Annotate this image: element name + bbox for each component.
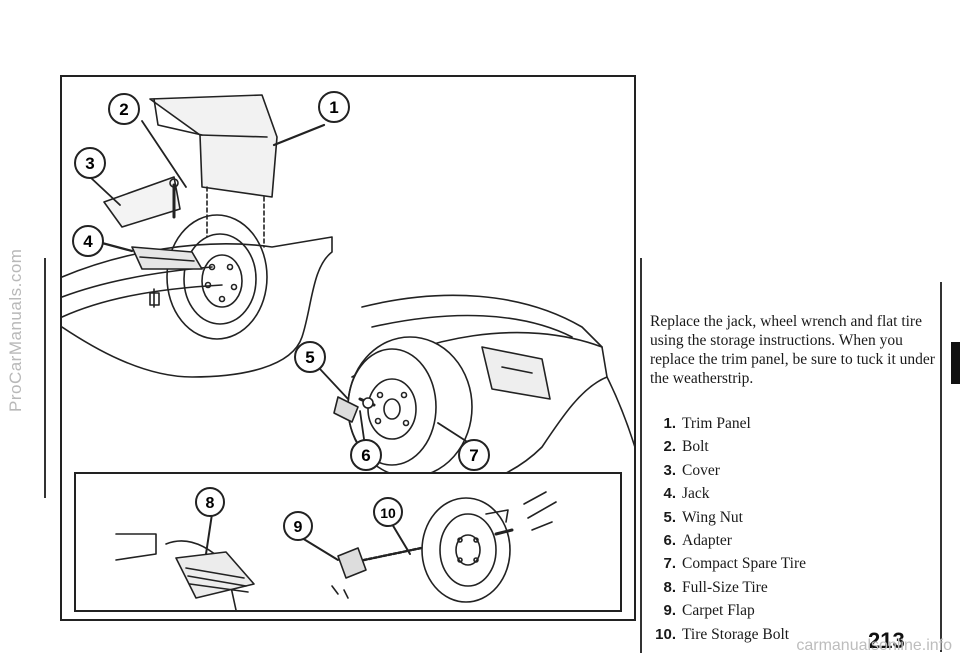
callout-4: 4: [72, 225, 104, 257]
full-size-tire-inset: 8 9 10: [74, 472, 622, 612]
list-item: 10. Tire Storage Bolt: [642, 623, 942, 646]
svg-text:9: 9: [294, 519, 303, 536]
left-rule: [44, 258, 46, 498]
svg-text:3: 3: [85, 154, 94, 173]
svg-text:6: 6: [361, 446, 370, 465]
list-item: 5. Wing Nut: [642, 506, 942, 529]
list-item: 3. Cover: [642, 459, 942, 482]
callout-10: 10: [373, 497, 403, 527]
callout-2: 2: [108, 93, 140, 125]
svg-text:4: 4: [83, 232, 93, 251]
trunk-illustration: 1 2 3 4 5 6 7: [62, 91, 634, 495]
edge-tab: [951, 342, 960, 384]
svg-text:10: 10: [380, 505, 396, 521]
part-number: 5.: [663, 508, 676, 526]
part-label: Cover: [682, 461, 720, 479]
svg-text:7: 7: [469, 446, 478, 465]
watermark-side: ProCarManuals.com: [6, 248, 25, 412]
part-number: 6.: [663, 531, 676, 549]
part-label: Full-Size Tire: [682, 578, 768, 596]
part-label: Trim Panel: [682, 415, 751, 432]
part-number: 9.: [663, 602, 676, 620]
part-label: Wing Nut: [682, 508, 743, 526]
part-number: 2.: [663, 438, 676, 456]
part-number: 8.: [663, 578, 676, 596]
part-label: Carpet Flap: [682, 602, 755, 620]
callout-6: 6: [350, 439, 382, 471]
text-column-rule: [640, 258, 642, 653]
page-number: 213: [868, 628, 905, 653]
parts-list: 1. Trim Panel 2. Bolt 3. Cover 4. Jack 5. Win…: [642, 412, 942, 646]
watermark-bottom: carmanualsonline.info: [796, 637, 952, 654]
callout-3: 3: [74, 147, 106, 179]
part-label: Adapter: [682, 531, 732, 549]
svg-text:1: 1: [329, 98, 338, 117]
list-item: 8. Full-Size Tire: [642, 576, 942, 599]
instructions-block: Replace the jack, wheel wrench and flat …: [650, 312, 940, 388]
svg-text:2: 2: [119, 100, 128, 119]
callout-8: 8: [195, 487, 225, 517]
list-item: 9. Carpet Flap: [642, 599, 942, 622]
callout-9: 9: [283, 511, 313, 541]
part-label: Compact Spare Tire: [682, 555, 806, 573]
list-item: 1. Trim Panel: [642, 412, 942, 435]
right-rule: [940, 282, 942, 652]
part-number: 3.: [663, 461, 676, 479]
list-item: 2. Bolt: [642, 435, 942, 458]
part-number: 10.: [655, 625, 676, 643]
part-number: 1.: [663, 415, 676, 432]
callout-1: 1: [318, 91, 350, 123]
inset-illustration: 8 9 10: [115, 487, 557, 610]
callout-7: 7: [458, 439, 490, 471]
list-item: 6. Adapter: [642, 529, 942, 552]
svg-text:5: 5: [305, 348, 314, 367]
list-item: 4. Jack: [642, 482, 942, 505]
callout-5: 5: [294, 341, 326, 373]
part-number: 4.: [663, 485, 676, 503]
part-label: Jack: [682, 485, 710, 503]
part-label: Bolt: [682, 438, 709, 456]
part-label: Tire Storage Bolt: [682, 625, 790, 643]
list-item: 7. Compact Spare Tire: [642, 552, 942, 575]
part-number: 7.: [663, 555, 676, 573]
instructions-text: Replace the jack, wheel wrench and flat …: [650, 313, 935, 387]
svg-text:8: 8: [206, 495, 215, 512]
